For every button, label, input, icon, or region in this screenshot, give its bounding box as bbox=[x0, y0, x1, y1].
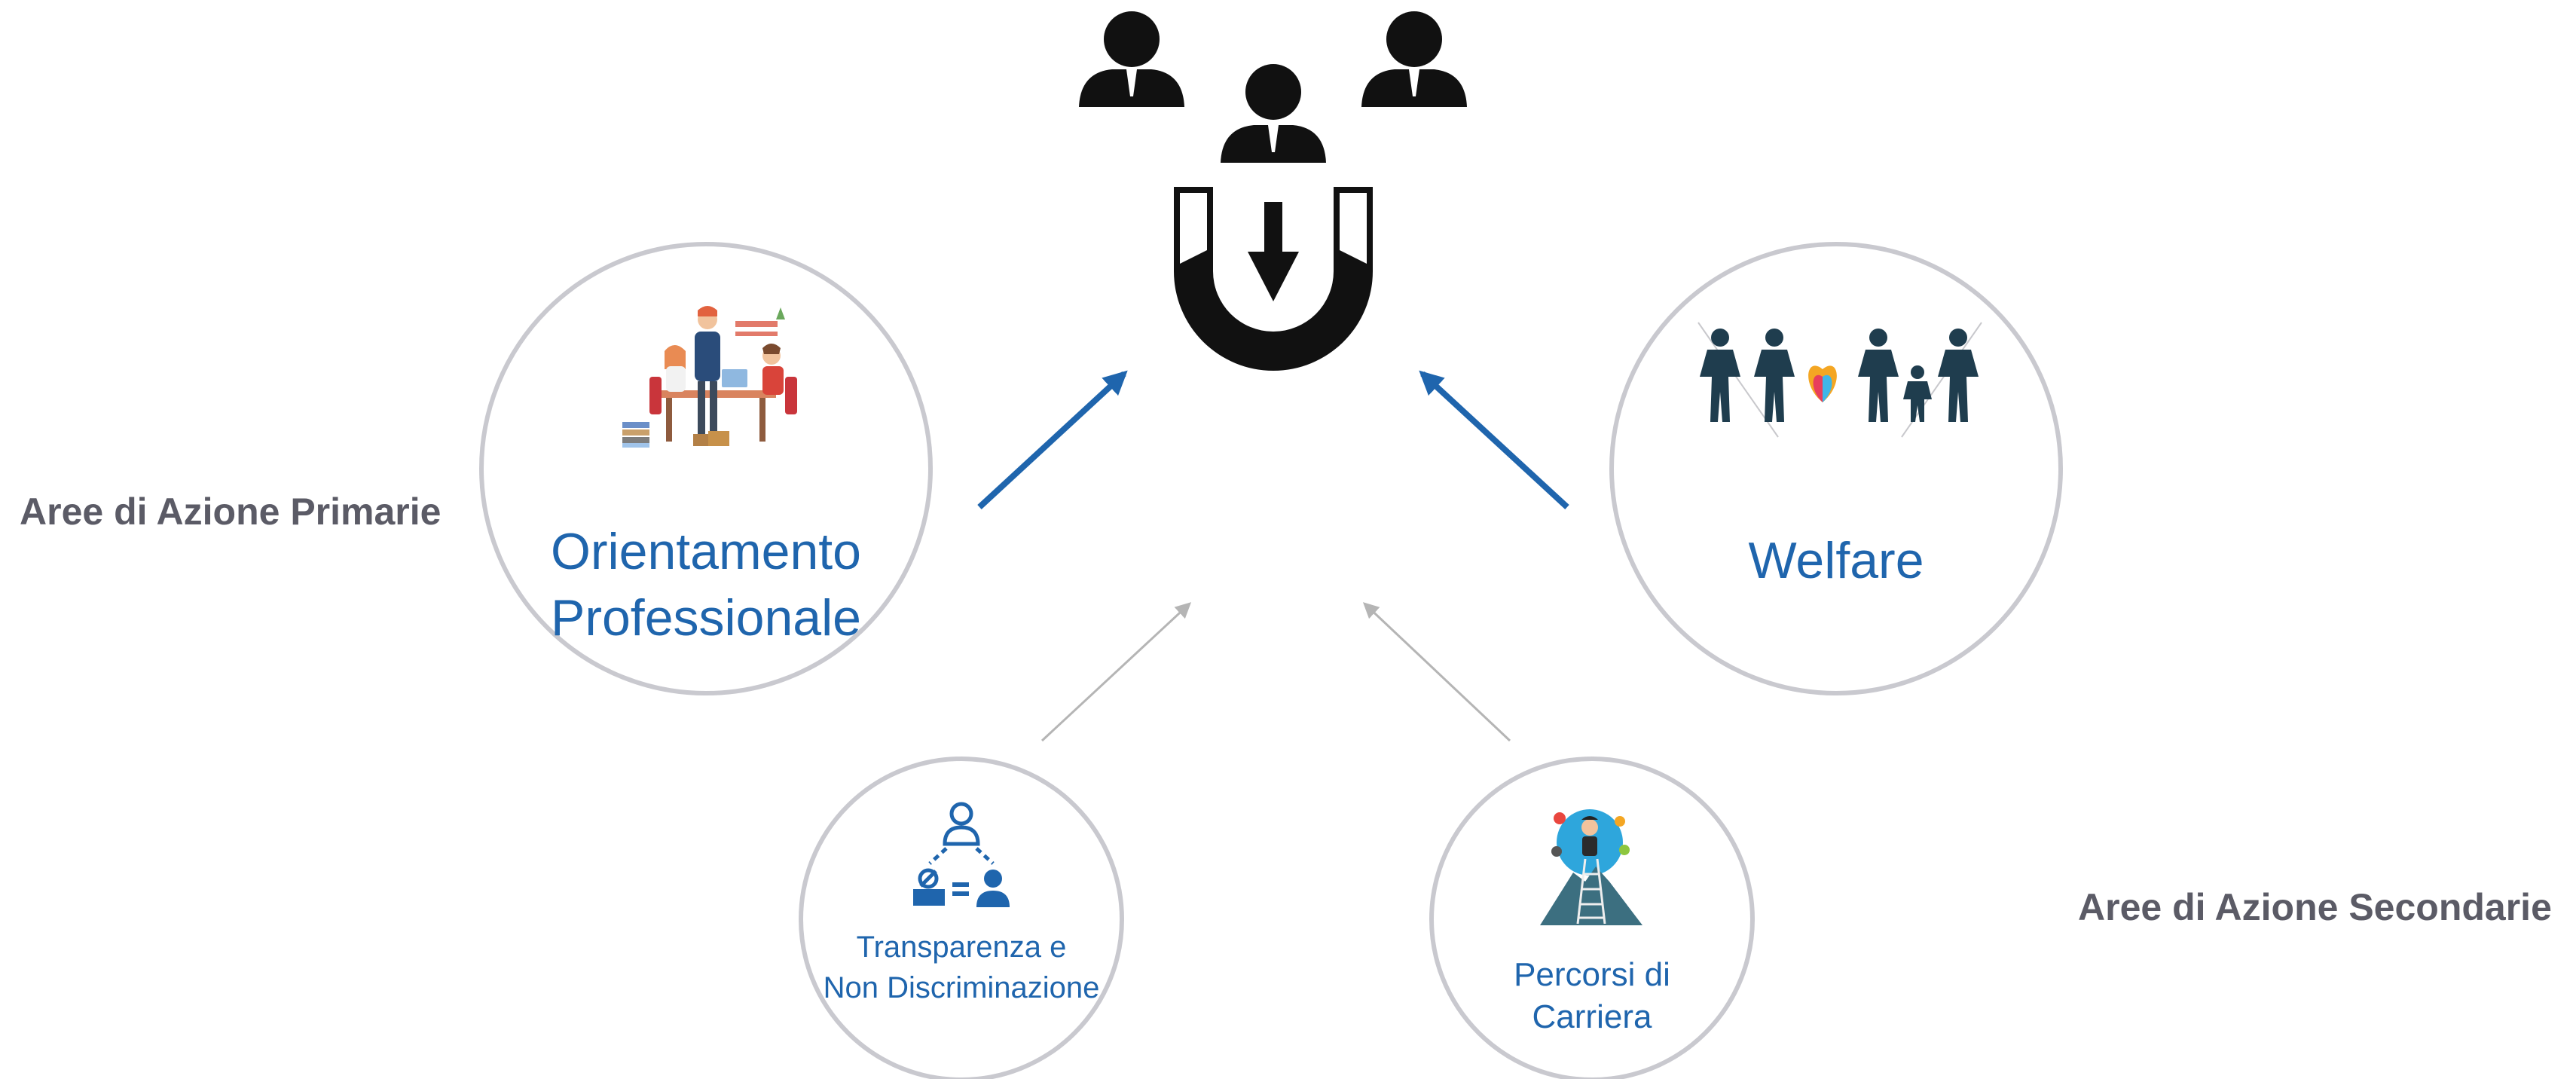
orientamento-line1: Orientamento bbox=[551, 523, 861, 580]
secondary-areas-label: Aree di Azione Secondarie bbox=[2078, 886, 2552, 928]
person-icon bbox=[1361, 11, 1467, 107]
welfare-line1: Welfare bbox=[1748, 532, 1924, 589]
welfare-circle bbox=[1609, 242, 2063, 695]
welfare-label: Welfare bbox=[1748, 527, 1924, 594]
trasparenza-label: Transparenza e Non Discriminazione bbox=[824, 927, 1100, 1008]
career-ladder-illustration bbox=[1540, 809, 1642, 925]
secondary-arrow-right bbox=[1362, 602, 1511, 742]
percorsi-label: Percorsi di Carriera bbox=[1514, 954, 1670, 1038]
trasparenza-circle bbox=[799, 757, 1124, 1079]
orientamento-label: Orientamento Professionale bbox=[551, 518, 861, 651]
person-icon bbox=[1221, 64, 1326, 163]
person-icon bbox=[1079, 11, 1184, 107]
secondary-arrow-left bbox=[1040, 602, 1192, 742]
magnet-icon bbox=[1174, 187, 1373, 371]
magnet-people-icon bbox=[1079, 11, 1467, 371]
primary-arrow-right bbox=[1419, 370, 1569, 509]
equality-network-icon bbox=[913, 802, 1010, 907]
percorsi-line1: Percorsi di bbox=[1514, 956, 1670, 993]
trasparenza-line2: Non Discriminazione bbox=[823, 971, 1100, 1004]
trasparenza-line1: Transparenza e bbox=[856, 931, 1067, 964]
team-meeting-illustration bbox=[622, 306, 797, 448]
orientamento-circle bbox=[479, 242, 933, 695]
percorsi-line2: Carriera bbox=[1532, 998, 1652, 1035]
primary-areas-label: Aree di Azione Primarie bbox=[20, 491, 442, 533]
family-chain-heart-illustration bbox=[1697, 322, 1982, 438]
orientamento-line2: Professionale bbox=[550, 589, 862, 646]
primary-arrow-left bbox=[977, 370, 1128, 509]
